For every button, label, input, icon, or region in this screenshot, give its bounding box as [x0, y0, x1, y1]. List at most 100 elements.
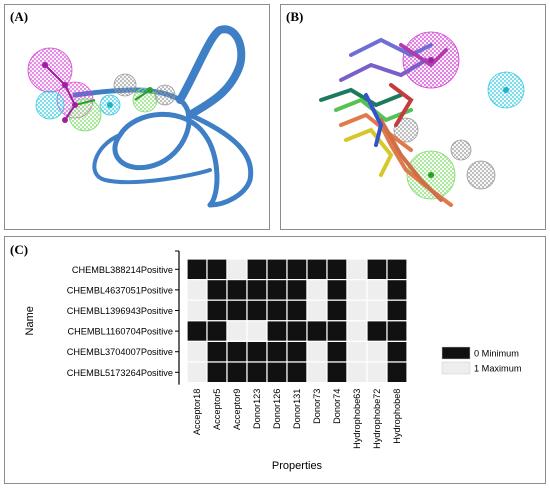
y-tick-label: CHEMBL3704007Positive: [67, 347, 173, 357]
heatmap-cell: [346, 299, 368, 322]
heatmap-cell: [246, 361, 268, 384]
y-tick-label: CHEMBL1160704Positive: [67, 327, 173, 337]
heatmap-cell: [386, 340, 408, 363]
x-tick-label: Donor131: [292, 389, 302, 429]
heatmap-cell: [206, 361, 228, 384]
x-tick-label: Donor74: [332, 389, 342, 424]
heatmap-cell: [266, 340, 288, 363]
heatmap-cell: [206, 278, 228, 301]
heatmap-cell: [366, 320, 388, 343]
heatmap-cell: [346, 258, 368, 281]
heatmap-cell: [206, 258, 228, 281]
heatmap-cell: [226, 258, 248, 281]
legend-label: 0 Minimum: [474, 349, 519, 359]
x-tick-label: Acceptor18: [192, 389, 202, 435]
heatmap-cell: [286, 258, 308, 281]
heatmap-cell: [246, 320, 268, 343]
heatmap-cell: [266, 258, 288, 281]
heatmap-cell: [326, 299, 348, 322]
panel-a-structure-image: [27, 25, 254, 208]
heatmap-cell: [326, 320, 348, 343]
heatmap-cell: [366, 258, 388, 281]
heatmap-cell: [326, 258, 348, 281]
heatmap-cell: [206, 299, 228, 322]
panel-a: (A): [4, 4, 270, 230]
heatmap-cell: [246, 299, 268, 322]
heatmap-cell: [226, 320, 248, 343]
y-tick-label: CHEMBL388214Positive: [72, 265, 173, 275]
x-tick-label: Hydrophobe8: [392, 389, 402, 444]
heatmap-cell: [186, 340, 208, 363]
legend-swatch: [441, 361, 471, 375]
legend-label: 1 Maximum: [474, 364, 522, 374]
heatmap-cell: [306, 361, 328, 384]
heatmap-cell: [346, 278, 368, 301]
y-tick-label: CHEMBL1396943Positive: [67, 306, 173, 316]
x-tick-label: Hydrophobe63: [352, 389, 362, 449]
heatmap-cell: [346, 340, 368, 363]
heatmap-cell: [326, 340, 348, 363]
heatmap-cell: [186, 320, 208, 343]
heatmap-cell: [366, 278, 388, 301]
heatmap-cell: [186, 278, 208, 301]
heatmap-cell: [366, 299, 388, 322]
y-tick-label: CHEMBL5173264Positive: [67, 368, 173, 378]
heatmap-cell: [186, 258, 208, 281]
x-axis-title: Properties: [272, 460, 323, 472]
heatmap-chart: CHEMBL388214PositiveCHEMBL4637051Positiv…: [24, 250, 522, 472]
protein-ribbon: [72, 25, 254, 208]
heatmap-cell: [306, 278, 328, 301]
heatmap-cell: [366, 340, 388, 363]
heatmap-cell: [306, 320, 328, 343]
x-tick-label: Hydrophobe72: [372, 389, 382, 449]
heatmap-cell: [206, 340, 228, 363]
heatmap-cell: [286, 299, 308, 322]
heatmap-cell: [266, 361, 288, 384]
panel-c-label: (C): [10, 242, 29, 257]
heatmap-cell: [226, 361, 248, 384]
x-tick-label: Donor126: [272, 389, 282, 429]
x-tick-label: Acceptor9: [232, 389, 242, 430]
heatmap-cell: [306, 299, 328, 322]
heatmap-cell: [326, 361, 348, 384]
x-tick-label: Donor73: [312, 389, 322, 424]
panel-b: (B): [280, 4, 546, 230]
heatmap-cell: [386, 299, 408, 322]
heatmap-cell: [386, 258, 408, 281]
heatmap-cell: [266, 299, 288, 322]
heatmap-cell: [386, 278, 408, 301]
heatmap-cell: [286, 278, 308, 301]
heatmap-cell: [386, 361, 408, 384]
y-tick-label: CHEMBL4637051Positive: [67, 285, 173, 295]
heatmap-cell: [226, 299, 248, 322]
heatmap-cell: [246, 278, 268, 301]
heatmap-cell: [226, 278, 248, 301]
heatmap-cell: [346, 320, 368, 343]
heatmap-cell: [246, 258, 268, 281]
heatmap-cell: [386, 320, 408, 343]
panel-a-label: (A): [10, 9, 29, 24]
heatmap-cell: [286, 320, 308, 343]
ligand-stack: [319, 37, 453, 207]
heatmap-cell: [366, 361, 388, 384]
heatmap-cell: [226, 340, 248, 363]
heatmap-cell: [186, 299, 208, 322]
heatmap-cell: [346, 361, 368, 384]
panel-b-structure-image: [319, 31, 525, 207]
y-axis-title: Name: [24, 306, 36, 335]
x-tick-label: Acceptor5: [212, 389, 222, 430]
heatmap-cell: [286, 340, 308, 363]
heatmap-cell: [286, 361, 308, 384]
heatmap-cell: [326, 278, 348, 301]
heatmap-cell: [266, 278, 288, 301]
heatmap-cell: [186, 361, 208, 384]
heatmap-cell: [206, 320, 228, 343]
legend-swatch: [441, 346, 471, 360]
heatmap-cell: [306, 340, 328, 363]
panel-b-label: (B): [286, 9, 304, 24]
heatmap-cell: [306, 258, 328, 281]
heatmap-cell: [266, 320, 288, 343]
heatmap-cell: [246, 340, 268, 363]
x-tick-label: Donor123: [252, 389, 262, 429]
